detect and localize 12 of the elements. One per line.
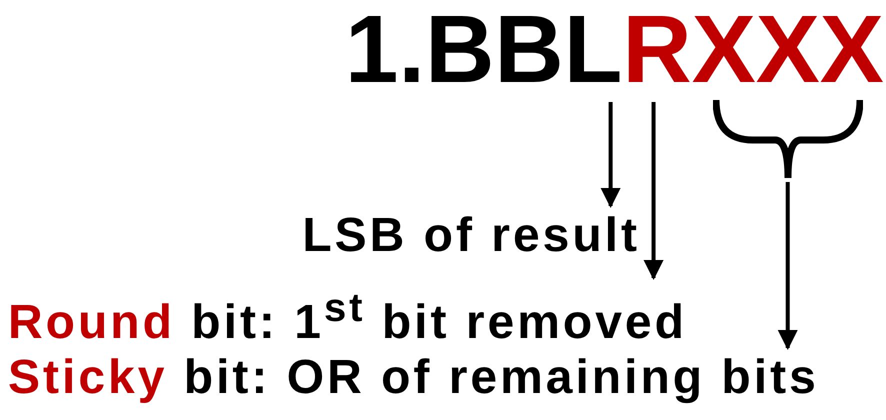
bit-letters: XXX [692,0,884,100]
arrow [778,182,798,350]
term-label: Sticky [8,351,168,404]
arrow [644,102,664,280]
arrow [600,102,621,208]
annotation-text: bit: OR of remaining bits [184,351,819,404]
annotation-text: bit: 1$^{st}$ bit removed [191,296,687,349]
bit-letter: R [622,0,692,100]
bit-letter: L [564,0,622,100]
term-label: Round [8,296,176,349]
annotation-text: LSB of result [302,209,640,262]
binary-number: 1.BB [345,0,564,100]
